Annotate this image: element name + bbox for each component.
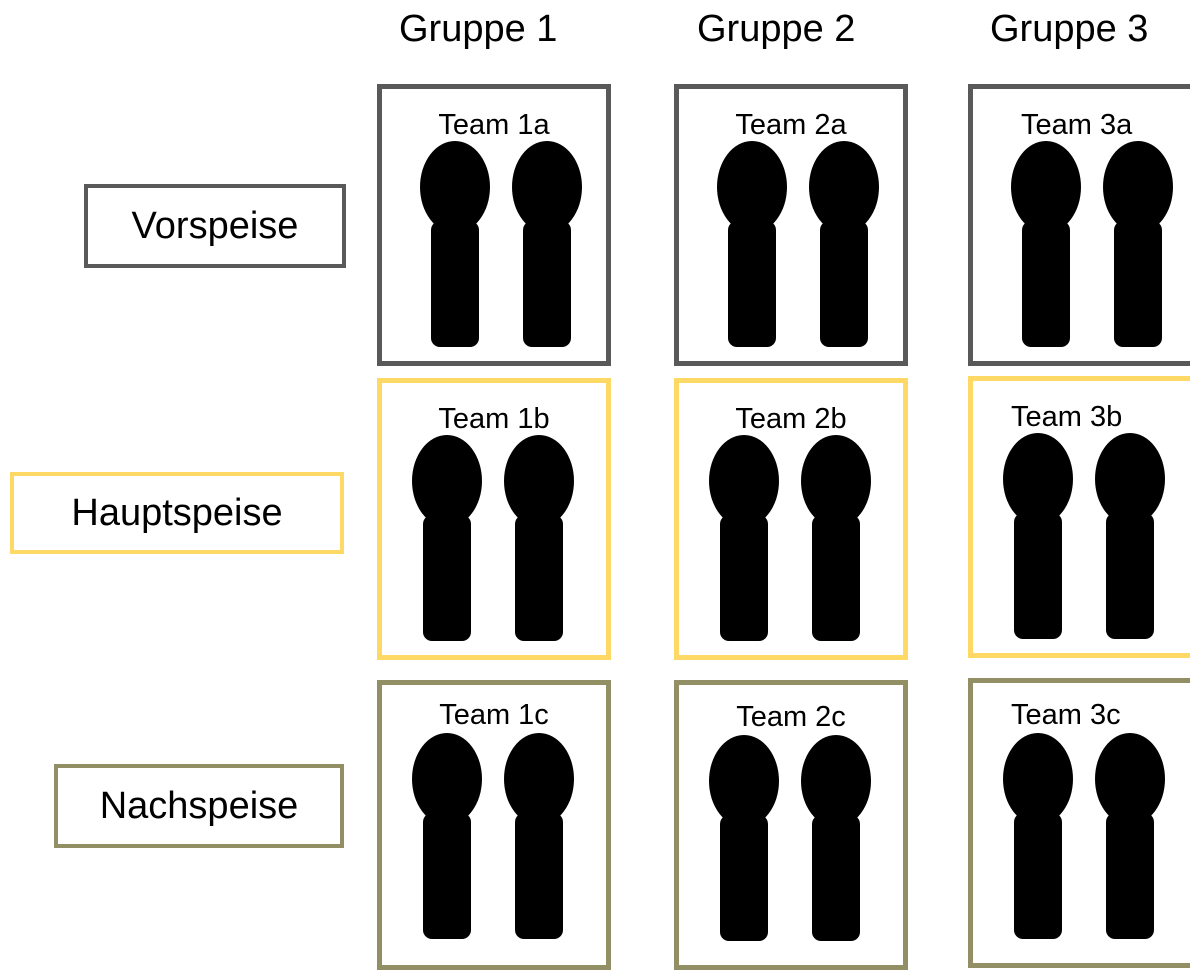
person-icon (717, 141, 787, 351)
person-icon (801, 735, 871, 945)
group-header-2: Gruppe 2 (697, 8, 856, 50)
team-box-1a: Team 1a (377, 84, 611, 366)
course-label-hauptspeise: Hauptspeise (10, 472, 344, 554)
team-name-3a: Team 3a (1021, 109, 1133, 141)
person-icon (420, 141, 490, 351)
team-box-1b: Team 1b (377, 378, 611, 660)
group-header-3: Gruppe 3 (990, 8, 1149, 50)
person-icon (1011, 141, 1081, 351)
person-icon (1095, 433, 1165, 643)
team-box-2c: Team 2c (674, 680, 908, 970)
person-icon (809, 141, 879, 351)
team-name-1c: Team 1c (439, 699, 549, 731)
team-name-1a: Team 1a (438, 109, 550, 141)
team-box-2b: Team 2b (674, 378, 908, 660)
team-name-2b: Team 2b (735, 403, 847, 435)
person-icon (512, 141, 582, 351)
person-icon (504, 435, 574, 645)
person-icon (709, 735, 779, 945)
person-icon (801, 435, 871, 645)
team-box-2a: Team 2a (674, 84, 908, 366)
course-label-vorspeise: Vorspeise (84, 184, 346, 268)
team-name-2c: Team 2c (736, 701, 846, 733)
group-header-1: Gruppe 1 (399, 8, 558, 50)
course-label-nachspeise: Nachspeise (54, 764, 344, 848)
person-icon (1103, 141, 1173, 351)
team-name-3c: Team 3c (1011, 699, 1121, 731)
team-name-2a: Team 2a (735, 109, 847, 141)
person-icon (412, 435, 482, 645)
team-box-1c: Team 1c (377, 680, 611, 970)
team-name-3b: Team 3b (1011, 401, 1123, 433)
person-icon (504, 733, 574, 943)
person-icon (1095, 733, 1165, 943)
person-icon (412, 733, 482, 943)
person-icon (709, 435, 779, 645)
team-box-3a: Team 3a (968, 84, 1190, 366)
person-icon (1003, 433, 1073, 643)
team-box-3b: Team 3b (968, 376, 1190, 658)
person-icon (1003, 733, 1073, 943)
team-box-3c: Team 3c (968, 678, 1190, 968)
team-name-1b: Team 1b (438, 403, 550, 435)
